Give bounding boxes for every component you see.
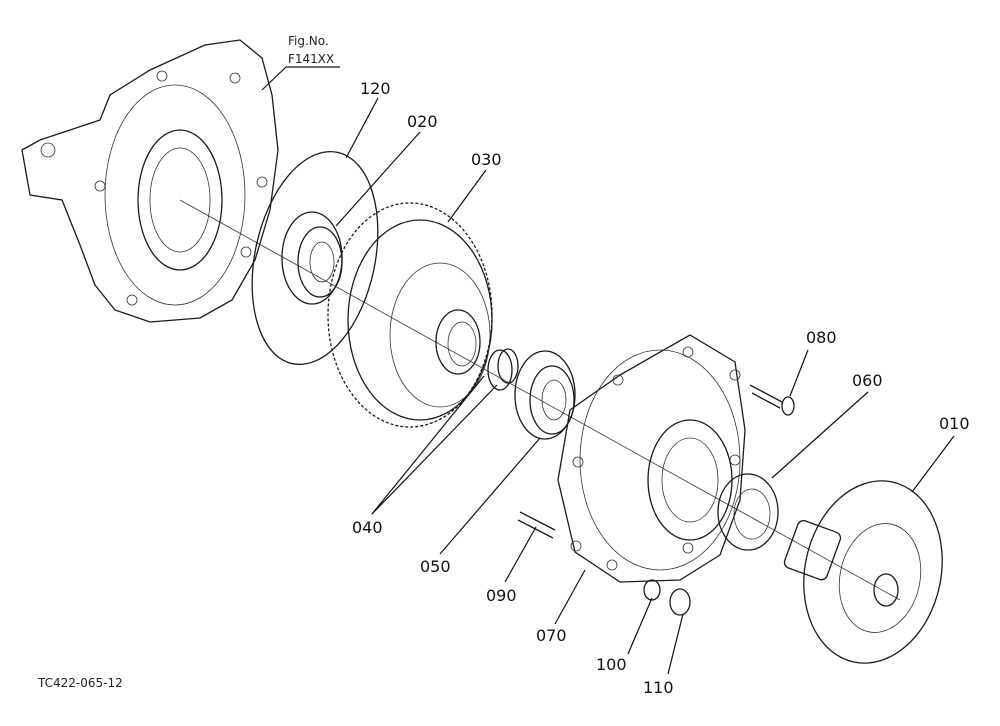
- oil-seal-060: [717, 473, 779, 551]
- fig-no-value: F141XX: [288, 52, 334, 66]
- leader-060: [771, 391, 869, 479]
- leader-040-a: [371, 375, 485, 515]
- part-label-030: 030: [471, 150, 502, 169]
- gear-case-housing: [21, 39, 279, 323]
- part-label-110: 110: [643, 678, 674, 697]
- bolt-080: [749, 384, 795, 416]
- fig-no-leader: [261, 66, 287, 91]
- leader-090: [504, 526, 537, 583]
- part-label-070: 070: [536, 626, 567, 645]
- axle-flange-010: [783, 480, 943, 664]
- snap-ring-040: [487, 348, 519, 391]
- drawing-code: TC422-065-12: [37, 676, 123, 690]
- bevel-gear-030: [327, 202, 493, 428]
- leader-110: [667, 613, 684, 675]
- leader-040-b: [371, 384, 498, 515]
- part-label-090: 090: [486, 586, 517, 605]
- leader-010: [911, 435, 955, 493]
- assembly-axis: [179, 199, 901, 601]
- leader-020: [335, 131, 421, 227]
- part-label-020: 020: [407, 112, 438, 131]
- stud-090: [517, 511, 556, 539]
- leader-070: [554, 569, 586, 625]
- part-label-040: 040: [352, 518, 383, 537]
- fig-no-label: Fig.No.: [288, 34, 329, 48]
- part-label-120: 120: [360, 79, 391, 98]
- leader-100: [627, 597, 653, 655]
- part-label-010: 010: [939, 414, 970, 433]
- part-label-060: 060: [852, 371, 883, 390]
- leader-080: [789, 349, 809, 397]
- part-label-080: 080: [806, 328, 837, 347]
- bearing-050: [514, 350, 576, 440]
- bearing-020: [281, 211, 343, 305]
- leader-050: [439, 437, 541, 555]
- part-label-050: 050: [420, 557, 451, 576]
- part-label-100: 100: [596, 655, 627, 674]
- nut-110: [669, 588, 691, 616]
- leader-030: [447, 169, 487, 223]
- leader-120: [345, 97, 379, 159]
- cover-070: [557, 334, 746, 583]
- o-ring-120: [251, 150, 379, 366]
- washer-100: [643, 579, 661, 601]
